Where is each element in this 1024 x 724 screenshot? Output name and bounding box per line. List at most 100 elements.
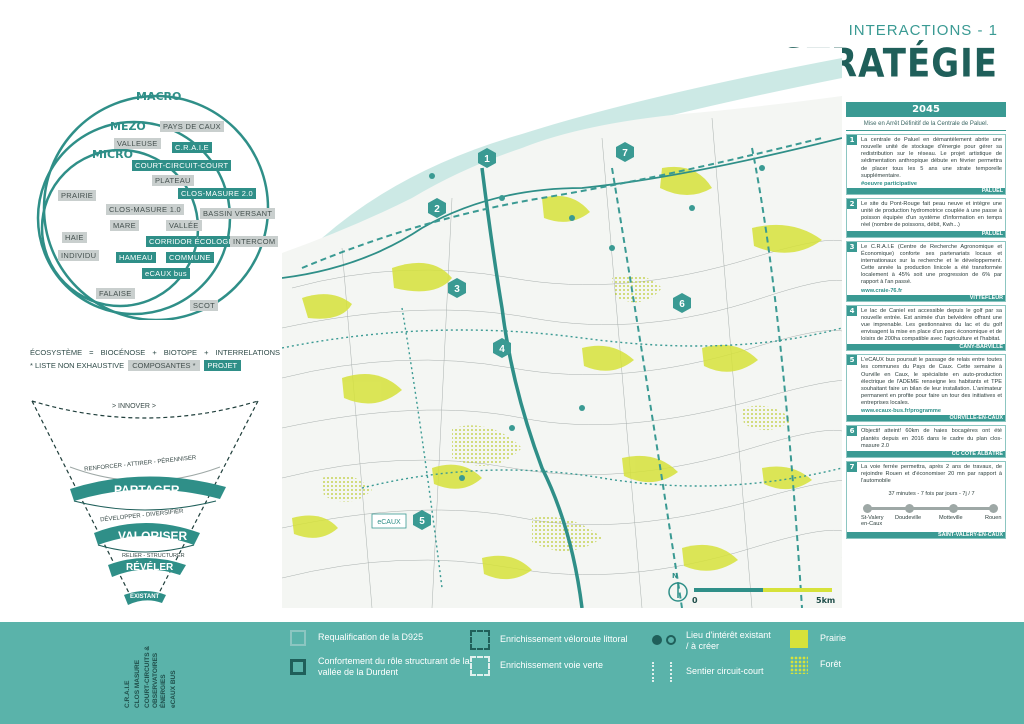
tag: CLOS-MASURE 1.0 xyxy=(106,204,185,215)
panel-item-6: 6 Objectif atteint! 60km de haies bocagè… xyxy=(846,425,1006,458)
map-marker-2: 2 xyxy=(434,204,440,215)
item-location: PALUEL xyxy=(847,230,1005,237)
timeline-line xyxy=(867,507,996,511)
item-link: www.ecaux-bus.fr/programme xyxy=(861,408,941,415)
north-label: N xyxy=(672,572,678,580)
panel-year: 2045 xyxy=(846,102,1006,117)
item-text: Le lac de Caniel est accessible depuis l… xyxy=(861,307,1002,343)
legend-swatch xyxy=(652,631,676,651)
projet-tag: PROJET xyxy=(203,360,242,371)
item-text: Le site du Pont-Rouge fait peau neuve et… xyxy=(861,200,1002,229)
item-number: 4 xyxy=(847,305,857,316)
item-number: 6 xyxy=(847,426,857,437)
scale-circles-diagram: MACRO MEZO MICRO PAYS DE CAUX VALLEUSE C… xyxy=(14,90,284,320)
item-text: Objectif atteint! 60km de haies bocagère… xyxy=(861,428,1002,449)
legend-swatch xyxy=(790,656,808,674)
vertical-label: COURT-CIRCUITS & xyxy=(144,645,151,708)
tag: C.R.A.I.E xyxy=(172,142,212,153)
legend-item-prairie: Prairie xyxy=(790,630,846,648)
formula-operator: + xyxy=(152,348,157,357)
legend-label: Requalification de la D925 xyxy=(318,632,424,643)
panel-item-2: 2 Le site du Pont-Rouge fait peau neuve … xyxy=(846,197,1006,238)
panel-item-3: 3 Le C.R.A.I.E (Centre de Recherche Agro… xyxy=(846,240,1006,302)
timeline-stop: Doudeville xyxy=(895,515,922,522)
legend-swatch xyxy=(290,630,306,646)
funnel-project-labels: C.R.A.I.E CLOS MASURE COURT-CIRCUITS & O… xyxy=(118,622,198,712)
legend-label: Forêt xyxy=(820,659,842,670)
legend-label: Lieu d'intérêt existant / à créer xyxy=(686,630,771,652)
composantes-tag: COMPOSANTES * xyxy=(128,360,200,371)
formula-note: * LISTE NON EXHAUSTIVE xyxy=(30,361,125,370)
timeline-stop-dot xyxy=(949,504,958,514)
scale-end: 5km xyxy=(816,596,836,605)
tag: BASSIN VERSANT xyxy=(200,208,276,219)
tag: HAIE xyxy=(62,232,87,243)
rail-timeline: 37 minutes - 7 fois par jours - 7j / 7 S… xyxy=(861,491,1002,531)
strategy-funnel: > INNOVER > RENFORCER - ATTIRER - PÉRENN… xyxy=(30,395,260,625)
tag: COMMUNE xyxy=(166,252,214,263)
vertical-label: ÉNERGIES xyxy=(160,674,167,708)
legend-swatch xyxy=(470,630,490,650)
funnel-existant: EXISTANT xyxy=(130,594,160,600)
timeline-stop-dot xyxy=(905,504,914,514)
item-text: L'eCAUX bus poursuit le passage de relai… xyxy=(861,357,1002,407)
timeline-stop: Motteville xyxy=(939,515,963,522)
legend-bar: C.R.A.I.E CLOS MASURE COURT-CIRCUITS & O… xyxy=(0,622,1024,724)
legend-swatch xyxy=(470,656,490,676)
item-location: CC CÔTE ALBÂTRE xyxy=(847,450,1005,457)
timeline-stop: St-Valery en-Caux xyxy=(861,515,884,528)
panel-item-1: 1 La centrale de Paluel en démantèlement… xyxy=(846,134,1006,195)
map-marker-5: 5 xyxy=(419,516,425,527)
tag: eCAUX bus xyxy=(142,268,190,279)
timeline-panel: 2045 Mise en Arrêt Définitif de la Centr… xyxy=(846,102,1006,610)
panel-item-4: 4 Le lac de Caniel est accessible depuis… xyxy=(846,304,1006,352)
timeline-caption: 37 minutes - 7 fois par jours - 7j / 7 xyxy=(888,491,975,498)
funnel-reveler: RÉVÉLER xyxy=(126,562,174,573)
legend-item-lieu: Lieu d'intérêt existant / à créer xyxy=(652,630,772,653)
tag: INTERCOM xyxy=(230,236,279,247)
item-number: 7 xyxy=(847,461,857,472)
formula-operator: + xyxy=(204,348,209,357)
legend-item-foret: Forêt xyxy=(790,656,841,674)
item-location: VITTEFLEUR xyxy=(847,294,1005,301)
timeline-stop-dot xyxy=(989,504,998,514)
item-number: 2 xyxy=(847,198,857,209)
legend-swatch xyxy=(290,659,306,676)
funnel-partager: PARTAGER xyxy=(114,483,180,497)
panel-subtitle: Mise en Arrêt Définitif de la Centrale d… xyxy=(846,117,1006,131)
funnel-relier: RELIER - STRUCTURER xyxy=(122,553,185,559)
item-text: La centrale de Paluel en démantèlement a… xyxy=(861,137,1002,179)
panel-item-5: 5 L'eCAUX bus poursuit le passage de rel… xyxy=(846,354,1006,423)
tag: VALLÉE xyxy=(166,220,202,231)
item-location: PALUEL xyxy=(847,187,1005,194)
scale-zero: 0 xyxy=(692,596,698,605)
legend-item-sentier: Sentier circuit-court xyxy=(652,662,764,682)
scale-svg xyxy=(668,582,832,602)
legend-item-d925: Requalification de la D925 xyxy=(290,630,423,646)
vertical-label: CLOS MASURE xyxy=(134,659,141,708)
map-marker-6: 6 xyxy=(679,299,685,310)
tag: PRAIRIE xyxy=(58,190,97,201)
map-marker-7: 7 xyxy=(622,148,628,159)
tag: COURT-CIRCUIT-COURT xyxy=(132,160,232,171)
map-marker-1: 1 xyxy=(484,154,490,165)
legend-label: Confortement du rôle structurant de la v… xyxy=(318,656,470,678)
item-text: La voie ferrée permettra, après 2 ans de… xyxy=(861,463,1002,485)
tag: PAYS DE CAUX xyxy=(160,121,224,132)
map-scale: N 0 5km xyxy=(668,572,838,616)
map-ecaux-label: eCAUX xyxy=(377,519,401,526)
formula-term: INTERRELATIONS xyxy=(215,348,280,357)
legend-item-durdent: Confortement du rôle structurant de la v… xyxy=(290,656,478,679)
formula-term: BIOTOPE xyxy=(163,348,197,357)
formula-term: ÉCOSYSTÈME xyxy=(30,348,83,357)
legend-swatch xyxy=(652,662,672,682)
vertical-label: C.R.A.I.E xyxy=(124,680,131,708)
tag: SCOT xyxy=(190,300,219,311)
tag: CORRIDOR ÉCOLOGIQUE xyxy=(146,236,252,247)
map-svg: 1 2 3 4 5 6 7 eCAUX xyxy=(281,48,861,609)
legend-swatch xyxy=(790,630,808,648)
tag: HAMEAU xyxy=(116,252,156,263)
item-location: SAINT-VALERY-EN-CAUX xyxy=(847,532,1005,539)
formula-term: BIOCÉNOSE xyxy=(100,348,146,357)
ecosystem-formula: ÉCOSYSTÈME = BIOCÉNOSE + BIOTOPE + INTER… xyxy=(30,348,280,371)
